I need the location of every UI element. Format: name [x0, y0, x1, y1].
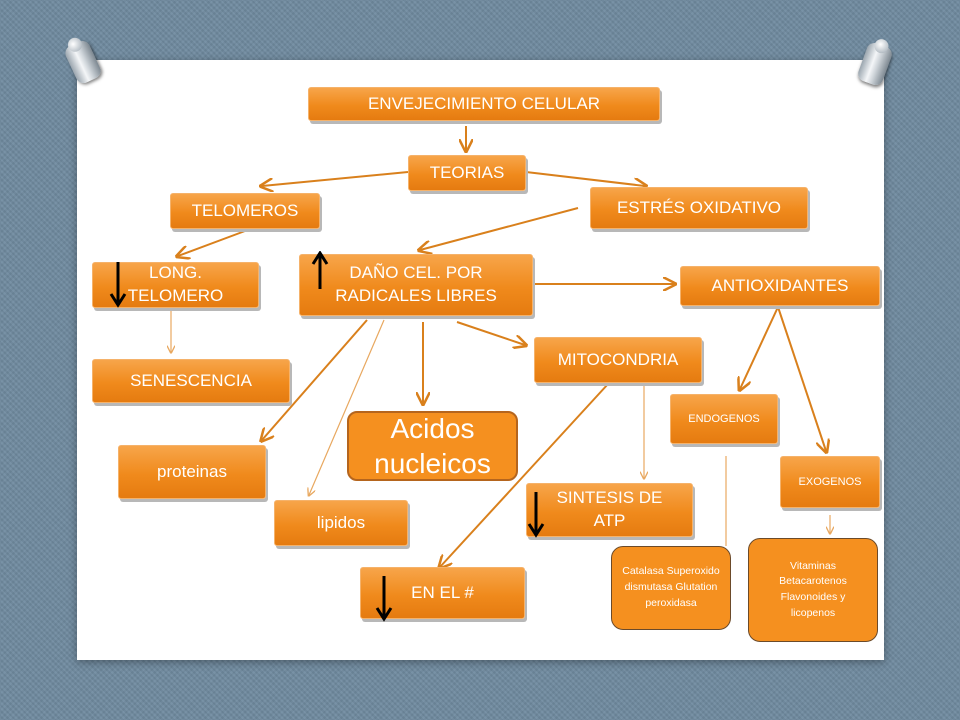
arrow-telomeros-long — [178, 230, 246, 256]
node-catalasa-list: Catalasa Superoxido dismutasa Glutation … — [611, 546, 731, 630]
node-dano-radicales-libres: DAÑO CEL. POR RADICALES LIBRES — [299, 254, 533, 316]
node-estres-oxidativo: ESTRÉS OXIDATIVO — [590, 187, 808, 229]
arrow-dano-mitocondria — [456, 321, 525, 345]
arrow-mitocondria-en-el — [440, 383, 609, 567]
node-teorias: TEORIAS — [408, 155, 526, 191]
node-acidos-nucleicos: Acidos nucleicos — [347, 411, 518, 481]
indicator-down-en-el — [375, 576, 393, 622]
node-antioxidantes: ANTIOXIDANTES — [680, 266, 880, 306]
arrow-teorias-telomeros — [262, 171, 409, 186]
indicator-up-dano — [311, 251, 329, 289]
arrow-estres-dano — [420, 207, 579, 250]
node-vitaminas-list: Vitaminas Betacarotenos Flavonoides y li… — [748, 538, 878, 642]
node-proteinas: proteinas — [118, 445, 266, 499]
arrow-antioxidantes-endogenos — [740, 306, 779, 389]
node-exogenos: EXOGENOS — [780, 456, 880, 508]
node-telomeros: TELOMEROS — [170, 193, 320, 229]
node-en-el: EN EL # — [360, 567, 525, 619]
arrow-antioxidantes-exogenos — [777, 306, 826, 451]
node-lipidos: lipidos — [274, 500, 408, 546]
node-envejecimiento-celular: ENVEJECIMIENTO CELULAR — [308, 87, 660, 121]
indicator-down-sintesis — [527, 492, 545, 538]
node-endogenos: ENDOGENOS — [670, 394, 778, 444]
arrow-dano-lipidos — [309, 319, 385, 495]
arrow-teorias-estres — [525, 171, 645, 186]
arrow-dano-proteinas — [262, 319, 368, 440]
node-sintesis-atp: SINTESIS DE ATP — [526, 483, 693, 537]
node-long-telomero: LONG. TELOMERO — [92, 262, 259, 308]
node-mitocondria: MITOCONDRIA — [534, 337, 702, 383]
node-senescencia: SENESCENCIA — [92, 359, 290, 403]
indicator-down-long-telomero — [109, 262, 127, 308]
